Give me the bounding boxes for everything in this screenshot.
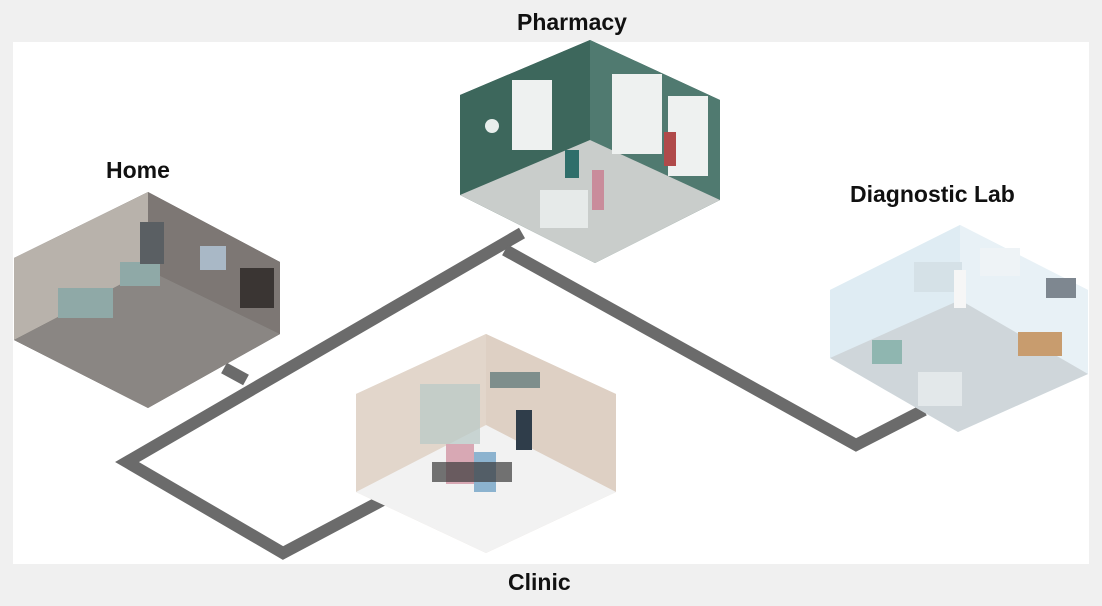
customer-icon [592, 170, 604, 210]
home-room [14, 192, 280, 408]
road-pharmacy-clinic-loop [115, 227, 526, 560]
clinic-label: Clinic [508, 569, 571, 595]
doctor-icon [516, 410, 532, 450]
pharmacist-icon [565, 150, 579, 178]
diagnostic-lab-label: Diagnostic Lab [850, 181, 1015, 207]
diagnostic-lab-room [830, 225, 1088, 432]
technician-icon [954, 270, 966, 308]
reception-desk-icon [1018, 332, 1062, 356]
shelf-icon [512, 80, 552, 150]
home-label: Home [106, 157, 170, 183]
partition-icon [420, 384, 480, 444]
pharmacy-room [460, 40, 720, 263]
sofa-icon [58, 288, 113, 318]
pharmacy-label: Pharmacy [517, 9, 627, 35]
road-home-link [221, 362, 249, 386]
clinic-room [356, 334, 616, 553]
road-network [115, 227, 927, 560]
clock-icon [485, 119, 499, 133]
exam-chair-icon [872, 340, 902, 364]
road-pharmacy-lab [502, 244, 927, 452]
